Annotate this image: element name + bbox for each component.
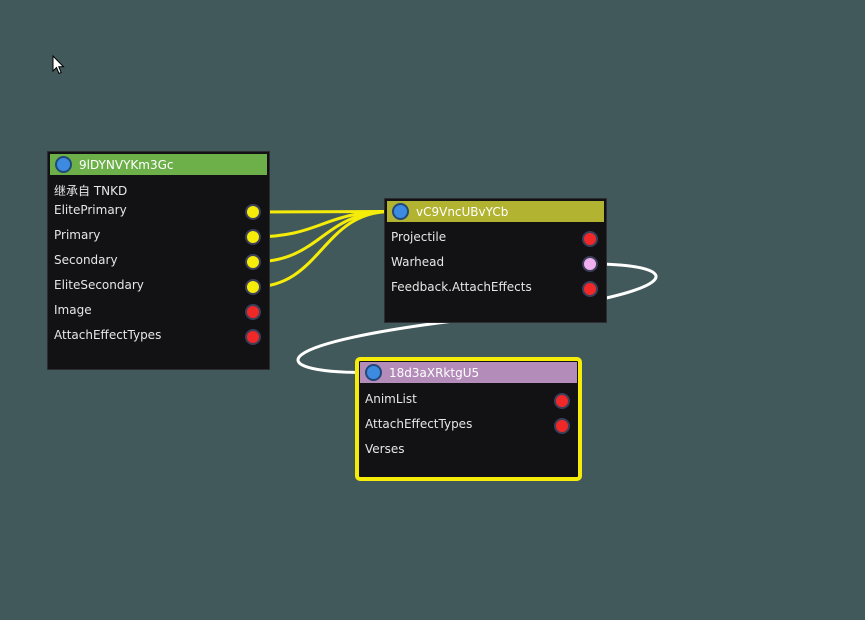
output-port-icon[interactable] [245, 254, 261, 270]
node-vC9VncUBvYCb[interactable]: vC9VncUBvYCb Projectile Warhead Feedback… [384, 198, 607, 323]
output-port-icon[interactable] [245, 329, 261, 345]
output-port-icon[interactable] [582, 256, 598, 272]
node-header[interactable]: 18d3aXRktgU5 [360, 362, 577, 383]
node-18d3aXRktgU5[interactable]: 18d3aXRktgU5 AnimList AttachEffectTypes … [355, 357, 582, 481]
node-inherits-label: 继承自 TNKD [54, 184, 128, 198]
port-label: Primary [54, 228, 101, 242]
output-port-icon[interactable] [554, 418, 570, 434]
port-label: AttachEffectTypes [54, 328, 162, 342]
port-label: Projectile [391, 230, 447, 244]
port-row: Image [48, 300, 269, 322]
port-label: Secondary [54, 253, 118, 267]
output-port-icon[interactable] [245, 304, 261, 320]
port-row: EliteSecondary [48, 275, 269, 297]
port-label: Image [54, 303, 92, 317]
node-title: 18d3aXRktgU5 [389, 365, 480, 380]
node-title: vC9VncUBvYCb [416, 204, 509, 219]
node-9lDYNVYKm3Gc[interactable]: 9lDYNVYKm3Gc 继承自 TNKD ElitePrimary Prima… [47, 151, 270, 370]
output-port-icon[interactable] [582, 281, 598, 297]
node-type-icon [365, 364, 382, 381]
output-port-icon[interactable] [245, 279, 261, 295]
port-row: AttachEffectTypes [359, 414, 578, 436]
port-row: Secondary [48, 250, 269, 272]
port-row: Feedback.AttachEffects [385, 277, 606, 299]
output-port-icon[interactable] [582, 231, 598, 247]
mouse-pointer-icon [52, 55, 65, 75]
connection-wire[interactable] [252, 210, 392, 239]
output-port-icon[interactable] [245, 229, 261, 245]
port-row: Projectile [385, 227, 606, 249]
node-type-icon [55, 156, 72, 173]
port-label: EliteSecondary [54, 278, 144, 292]
output-port-icon[interactable] [245, 204, 261, 220]
connection-wire[interactable] [252, 210, 392, 289]
port-row: AnimList [359, 389, 578, 411]
port-label: AttachEffectTypes [365, 417, 473, 431]
port-row: AttachEffectTypes [48, 325, 269, 347]
node-header[interactable]: 9lDYNVYKm3Gc [50, 154, 267, 175]
connection-wire[interactable] [252, 210, 392, 214]
node-type-icon [392, 203, 409, 220]
port-label: AnimList [365, 392, 417, 406]
connection-wire[interactable] [252, 210, 392, 264]
node-title: 9lDYNVYKm3Gc [79, 157, 174, 172]
port-row: Verses [359, 439, 578, 461]
port-row: ElitePrimary [48, 200, 269, 222]
port-row: Warhead [385, 252, 606, 274]
port-label: ElitePrimary [54, 203, 127, 217]
port-row: Primary [48, 225, 269, 247]
output-port-icon[interactable] [554, 393, 570, 409]
node-header[interactable]: vC9VncUBvYCb [387, 201, 604, 222]
port-label: Verses [365, 442, 405, 456]
port-label: Warhead [391, 255, 445, 269]
port-label: Feedback.AttachEffects [391, 280, 532, 294]
